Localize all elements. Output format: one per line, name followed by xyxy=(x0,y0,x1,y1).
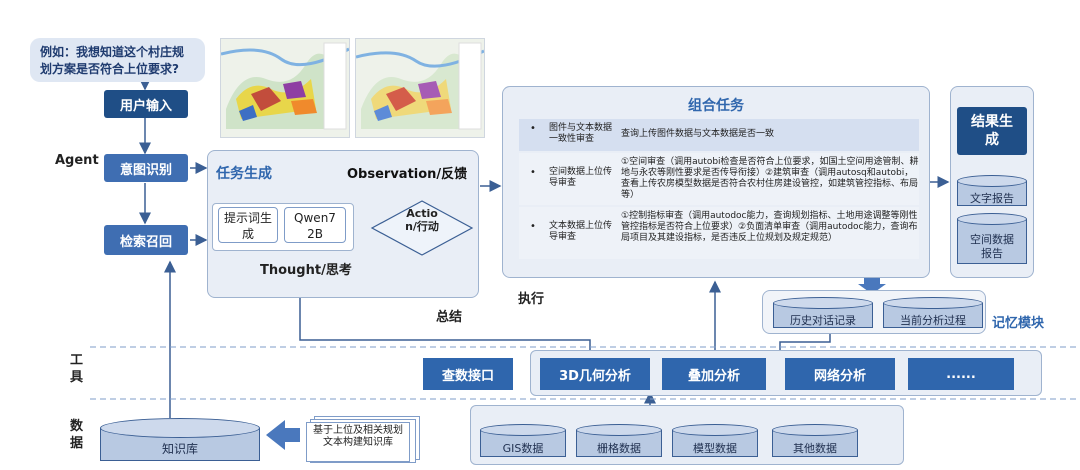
task-row-2-desc: ①空间审查（调用autobi检查是否符合上位要求，如国土空间用途管制、耕地与永农… xyxy=(621,157,919,200)
result-panel: 结果生成 文字报告 空间数据报告 xyxy=(950,86,1034,278)
current-analysis-label: 当前分析过程 xyxy=(900,314,966,327)
planning-map-thumbnail-2 xyxy=(355,38,485,138)
model-data-cylinder: 模型数据 xyxy=(672,424,758,458)
spatial-report-cylinder: 空间数据报告 xyxy=(957,213,1027,265)
execute-label: 执行 xyxy=(518,292,545,307)
raster-data-label: 栅格数据 xyxy=(597,442,641,455)
other-data-cylinder: 其他数据 xyxy=(772,424,858,458)
combined-task-title: 组合任务 xyxy=(688,98,744,114)
thought-label: Thought/思考 xyxy=(260,263,352,278)
task-row-2-bullet: • xyxy=(530,167,536,178)
task-row-1-name: 图件与文本数据一致性审查 xyxy=(549,123,613,144)
gis-data-label: GIS数据 xyxy=(502,442,544,455)
task-row-1-desc: 查询上传图件数据与文本数据是否一致 xyxy=(621,129,775,139)
gis-data-cylinder: GIS数据 xyxy=(480,424,566,458)
summary-label: 总结 xyxy=(436,310,463,325)
task-row-3-desc: ①控制指标审查（调用autodoc能力，查询规划指标、土地用途调整等刚性管控指标… xyxy=(621,211,918,243)
tool-more: ...... xyxy=(908,358,1014,390)
qwen-model-box: Qwen72B xyxy=(284,207,346,243)
prompt-generation-box: 提示词生成 xyxy=(218,207,278,243)
task-row-1: • 图件与文本数据一致性审查 查询上传图件数据与文本数据是否一致 xyxy=(519,119,919,151)
action-label: Action/行动 xyxy=(405,207,439,233)
knowledge-base-cylinder: 知识库 xyxy=(100,418,260,462)
task-row-1-bullet: • xyxy=(530,123,536,134)
tool-3d-geometry: 3D几何分析 xyxy=(540,358,650,390)
intent-recognition-box: 意图识别 xyxy=(104,154,188,182)
task-generation-title: 任务生成 xyxy=(216,166,272,182)
task-generation-panel: 任务生成 Observation/反馈 提示词生成 Qwen72B Action… xyxy=(207,150,479,298)
tool-overlay-analysis: 叠加分析 xyxy=(662,358,766,390)
task-row-3-name: 文本数据上位传导审查 xyxy=(549,221,613,242)
task-row-3-bullet: • xyxy=(530,221,536,232)
task-row-2-name: 空间数据上位传导审查 xyxy=(549,167,613,188)
retrieval-recall-box: 检索召回 xyxy=(104,225,188,255)
task-row-3: • 文本数据上位传导审查 ①控制指标审查（调用autodoc能力，查询规划指标、… xyxy=(519,207,919,259)
tools-label: 工具 xyxy=(70,353,84,385)
text-report-cylinder: 文字报告 xyxy=(957,175,1027,207)
action-diamond xyxy=(370,200,474,256)
planning-map-thumbnail-1 xyxy=(220,38,350,138)
planning-map-2-image xyxy=(356,39,484,137)
agent-label: Agent xyxy=(55,153,99,168)
knowledge-base-label: 知识库 xyxy=(161,442,198,456)
user-input-box: 用户输入 xyxy=(104,90,188,118)
combined-task-panel: 组合任务 • 图件与文本数据一致性审查 查询上传图件数据与文本数据是否一致 • … xyxy=(502,86,930,278)
model-data-label: 模型数据 xyxy=(693,442,737,455)
planning-map-1-image xyxy=(221,39,349,137)
spatial-report-label: 空间数据报告 xyxy=(970,233,1014,260)
data-label: 数据 xyxy=(70,419,84,451)
tool-network-analysis: 网络分析 xyxy=(785,358,895,390)
text-report-label: 文字报告 xyxy=(970,192,1014,205)
task-row-2: • 空间数据上位传导审查 ①空间审查（调用autobi检查是否符合上位要求，如国… xyxy=(519,153,919,205)
memory-module-label: 记忆模块 xyxy=(992,316,1045,331)
history-cylinder: 历史对话记录 xyxy=(773,297,873,329)
kb-build-label: 基于上位及相关规划文本构建知识库 xyxy=(306,422,410,462)
other-data-label: 其他数据 xyxy=(793,442,837,455)
current-analysis-cylinder: 当前分析过程 xyxy=(883,297,983,329)
kb-build-documents: 基于上位及相关规划文本构建知识库 xyxy=(306,416,422,463)
tool-query-interface: 查数接口 xyxy=(423,358,513,390)
example-question-bubble: 例如：我想知道这个村庄规划方案是否符合上位要求? xyxy=(30,38,205,82)
raster-data-cylinder: 栅格数据 xyxy=(576,424,662,458)
example-question-text: 例如：我想知道这个村庄规划方案是否符合上位要求? xyxy=(40,45,185,76)
observation-label: Observation/反馈 xyxy=(347,167,468,182)
result-generation-title: 结果生成 xyxy=(957,107,1027,155)
memory-module-panel: 历史对话记录 当前分析过程 xyxy=(762,290,986,334)
history-label: 历史对话记录 xyxy=(790,314,856,327)
